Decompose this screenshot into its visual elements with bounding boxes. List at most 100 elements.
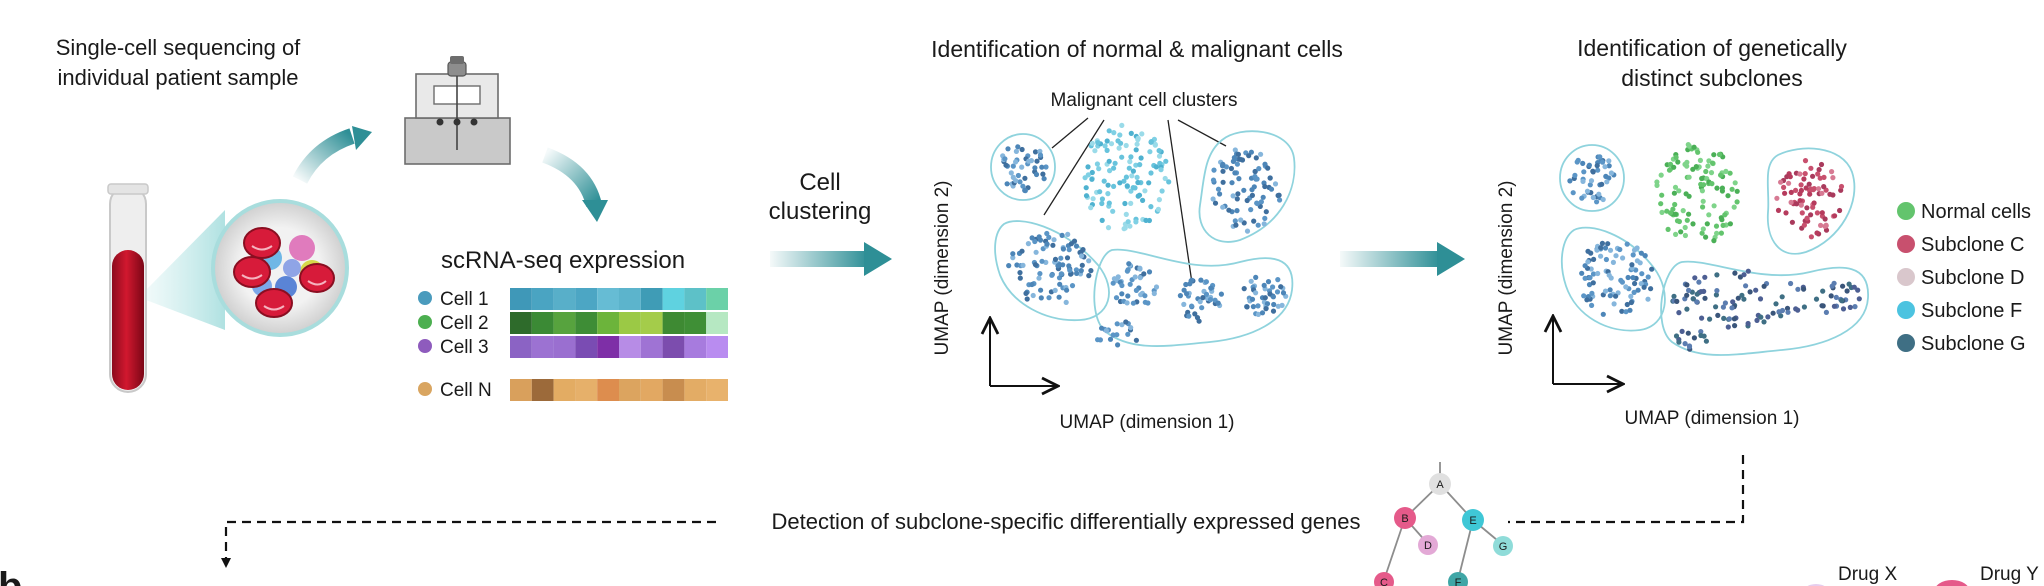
subclone-c-point [1830, 192, 1836, 198]
cell-point [1029, 235, 1035, 241]
cell-point [1251, 184, 1257, 190]
cell-point [1033, 249, 1039, 255]
cell-point [1017, 179, 1023, 185]
cell-point [1121, 178, 1127, 184]
subclone-g-point [1788, 280, 1794, 287]
cell-point [1125, 293, 1131, 299]
cell-point [1015, 144, 1021, 150]
subclone-g-point [1753, 287, 1759, 293]
subclone-g-point [1846, 281, 1852, 287]
cell-point [1013, 148, 1020, 154]
cell-point [1147, 149, 1153, 155]
cell-point [1598, 245, 1604, 251]
cell-point [1123, 142, 1129, 149]
normal-cell-point [1725, 193, 1731, 199]
subclone-c-point [1783, 210, 1789, 216]
subclone-g-point [1676, 310, 1682, 316]
subclone-c-point [1832, 213, 1838, 219]
cell-point [1591, 256, 1597, 262]
cell-point [1276, 192, 1282, 198]
subclone-g-point [1765, 314, 1771, 320]
cell-point [1114, 321, 1120, 327]
heatmap-cell [510, 336, 532, 358]
cell-point [1208, 285, 1214, 291]
normal-cell-point [1734, 188, 1740, 194]
cell-point [1156, 148, 1162, 154]
normal-cell-point [1684, 217, 1690, 223]
normal-cell-point [1708, 170, 1715, 176]
cell-point [1019, 146, 1025, 153]
cell-point [1220, 179, 1226, 185]
tree-node-label: B [1401, 513, 1408, 525]
cell-label: Cell N [440, 380, 492, 401]
subclone-c-point [1803, 185, 1809, 191]
heatmap-cell [575, 379, 598, 401]
subclone-g-point [1671, 293, 1677, 299]
heatmap-cell [684, 312, 707, 334]
cell-point [1244, 228, 1251, 234]
cell-point [1200, 295, 1206, 301]
normal-cell-point [1659, 209, 1665, 215]
heatmap-cell [684, 336, 707, 358]
cell-point [1579, 270, 1585, 276]
cell-point [1013, 178, 1019, 184]
subclone-g-point [1674, 298, 1680, 304]
heatmap-cell [597, 312, 619, 334]
cell-point [1069, 283, 1076, 289]
subclone-c-point [1793, 187, 1799, 193]
cell-point [1108, 141, 1115, 147]
cell-point [1022, 175, 1028, 181]
cell-point [1122, 200, 1128, 207]
subclone-g-point [1847, 304, 1853, 310]
umap2-cluster-outlines [1559, 144, 1869, 356]
cell-point [1263, 306, 1269, 312]
cell-point [1275, 277, 1281, 283]
detection-label: Detection of subclone-specific different… [771, 509, 1360, 534]
cell-point [1111, 165, 1117, 171]
cell-point [1220, 204, 1226, 210]
cell-point [1117, 180, 1123, 186]
subclone-c-point [1801, 176, 1807, 182]
tree-node-label: G [1499, 541, 1508, 553]
cell-point [1597, 154, 1603, 160]
cell-point [1128, 154, 1134, 160]
curved-arrow-up [292, 128, 355, 184]
cell-point [1118, 140, 1124, 146]
normal-cell-point [1671, 164, 1677, 170]
cell-point [1068, 271, 1074, 277]
cell-point [1133, 147, 1139, 153]
cell-point [1624, 301, 1630, 308]
cell-point [1253, 274, 1259, 280]
cell-point [1234, 208, 1240, 214]
cell-point [1066, 247, 1072, 253]
cell-point [1236, 156, 1242, 162]
cell-point [1130, 185, 1136, 191]
cell-point [1581, 293, 1587, 299]
cell-point [1083, 193, 1090, 199]
cell-point [1250, 304, 1256, 310]
dashed-connector-left [224, 520, 716, 560]
cell-point [1617, 246, 1623, 253]
subclone-g-point [1696, 279, 1702, 285]
subclone-g-point [1801, 286, 1807, 292]
cell-point [1623, 284, 1629, 290]
curved-arrow-down [542, 147, 602, 208]
cell-point [1022, 187, 1028, 193]
cell-point [1067, 267, 1073, 273]
heatmap-cell [597, 288, 619, 310]
normal-cell-point [1686, 174, 1692, 180]
cell-point [1119, 282, 1125, 289]
subclone-c-point [1804, 205, 1810, 211]
normal-cell-point [1703, 168, 1709, 175]
subclone-g-point [1713, 304, 1719, 310]
cell-point [1602, 245, 1609, 251]
cell-point [1157, 160, 1163, 166]
subclone-g-point [1701, 333, 1707, 339]
cell-point [1270, 284, 1276, 290]
cell-point [1106, 128, 1112, 134]
subclone-c-point [1782, 190, 1788, 196]
cell-point [1602, 164, 1608, 170]
normal-cell-point [1714, 230, 1720, 236]
cell-point [1017, 270, 1023, 276]
normal-cell-point [1686, 143, 1692, 149]
